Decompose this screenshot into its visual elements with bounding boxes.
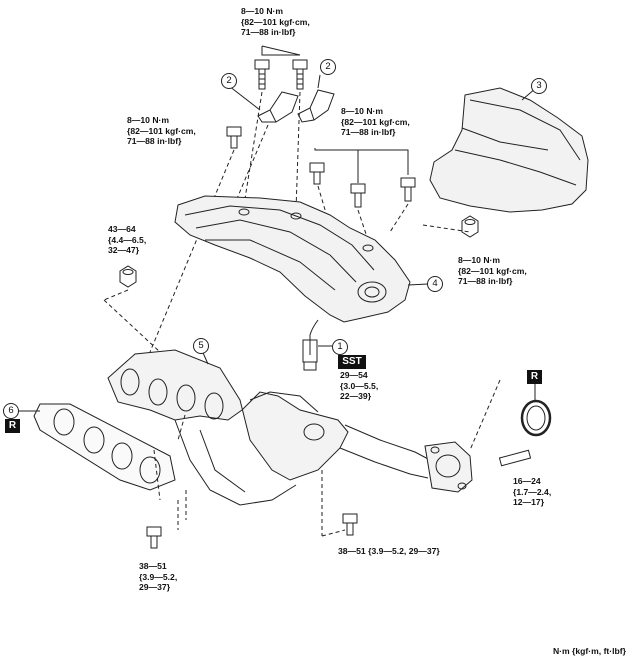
callout-2-bracket-left: 2: [221, 73, 237, 89]
insulator-bolt-1: [309, 162, 325, 185]
callout-1-oxygen-sensor: 1: [332, 339, 348, 355]
torque-sensor: 29—54 {3.0—5.5, 22—39}: [340, 370, 379, 401]
manifold-nut: [119, 265, 137, 288]
stud-bolt: [498, 449, 532, 467]
lower-bolt-left: [146, 526, 162, 549]
alignment-lines-lower: [153, 379, 501, 537]
sst-badge: SST: [338, 355, 366, 369]
bracket-bolt-left: [226, 126, 242, 149]
insulator-bolt-3: [400, 177, 416, 202]
ring-gasket: [520, 399, 552, 437]
manifold-gasket: [33, 403, 176, 491]
bracket-right: [297, 89, 335, 123]
upper-heat-insulator: [174, 195, 411, 323]
right-heat-insulator: [429, 87, 589, 213]
torque-right-nut: 8—10 N·m {82—101 kgf·cm, 71—88 in·lbf}: [458, 255, 527, 286]
callout-4-upper-insulator: 4: [427, 276, 443, 292]
torque-lower-left-bolt: 38—51 {3.9—5.2, 29—37}: [139, 561, 178, 592]
replace-badge-gasket: R: [5, 419, 20, 433]
replace-badge-ring: R: [527, 370, 542, 384]
right-insulator-nut: [461, 215, 479, 238]
insulator-bolt-2: [350, 183, 366, 208]
callout-5-exhaust-manifold: 5: [193, 338, 209, 354]
lower-bolt-center: [342, 513, 358, 536]
torque-top-bolts: 8—10 N·m {82—101 kgf·cm, 71—88 in·lbf}: [241, 6, 310, 37]
pipe-flange: [424, 441, 473, 493]
bracket-left: [257, 91, 299, 123]
oxygen-sensor: [302, 319, 319, 371]
torque-lower-center-bolt: 38—51 {3.9—5.2, 29—37}: [338, 546, 440, 556]
torque-bracket-bolt: 8—10 N·m {82—101 kgf·cm, 71—88 in·lbf}: [127, 115, 196, 146]
callout-2-bracket-right: 2: [320, 59, 336, 75]
callout-3-right-insulator: 3: [531, 78, 547, 94]
top-bolt-right: [292, 59, 308, 90]
callout-6-gasket: 6: [3, 403, 19, 419]
torque-insulator-bolts: 8—10 N·m {82—101 kgf·cm, 71—88 in·lbf}: [341, 106, 410, 137]
top-bolt-left: [254, 59, 270, 90]
units-note: N·m {kgf·m, ft·lbf}: [552, 646, 626, 656]
torque-manifold-nut: 43—64 {4.4—6.5, 32—47}: [108, 224, 147, 255]
top-bolt-leaders: [261, 45, 301, 56]
torque-stud: 16—24 {1.7—2.4, 12—17}: [513, 476, 552, 507]
exhaust-manifold: [107, 349, 431, 506]
